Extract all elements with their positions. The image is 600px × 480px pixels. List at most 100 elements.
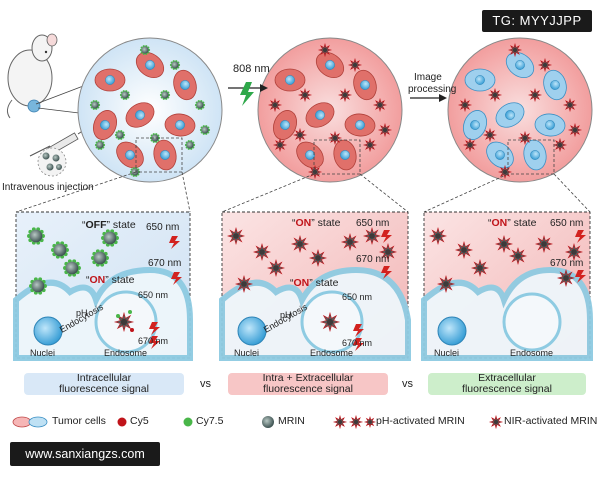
tumor-cell xyxy=(505,52,535,78)
tumor-cell xyxy=(344,113,376,137)
tumor-cell xyxy=(135,52,165,78)
tumor-cell xyxy=(153,139,177,171)
activated-mrin xyxy=(517,130,533,146)
activated-mrin xyxy=(470,258,490,278)
mid-inner-em: 670 nm xyxy=(342,338,372,348)
activated-mrin xyxy=(482,127,498,143)
mrin-particle xyxy=(29,277,47,295)
right-nuclei-label: Nuclei xyxy=(434,348,459,358)
activated-mrin xyxy=(507,42,523,58)
mrin-particle xyxy=(199,125,211,135)
legend-ph-mrin-icon xyxy=(348,414,364,430)
tumor-cell xyxy=(125,102,155,128)
mrin-particle xyxy=(27,227,45,245)
processing-label-2: processing xyxy=(408,84,456,95)
mrin-particle xyxy=(91,249,109,267)
tumor-cell xyxy=(333,139,357,171)
legend-icons xyxy=(12,416,274,428)
activated-mrin xyxy=(362,226,382,246)
emission-bolt-icon xyxy=(149,322,160,335)
panel-left xyxy=(13,211,193,361)
activated-mrin xyxy=(567,122,583,138)
activated-mrin xyxy=(552,137,568,153)
laser-bolt-icon xyxy=(240,82,254,106)
left-state-text: “OFF” state xyxy=(82,219,136,231)
signal-box-intracellular-line2: fluorescence signal xyxy=(59,383,149,395)
mrin-particle xyxy=(101,229,119,247)
activated-mrin xyxy=(266,258,286,278)
left-ph-label: pH xyxy=(76,308,88,318)
watermark-bottom: www.sanxiangzs.com xyxy=(10,442,160,466)
signal-box-extracellular-line2: fluorescence signal xyxy=(462,383,552,395)
activated-mrin xyxy=(377,122,393,138)
signal-box-intracellular-line1: Intracellular xyxy=(76,372,132,384)
activated-mrin xyxy=(457,97,473,113)
processing-label-1: Image xyxy=(414,72,442,83)
mid-on-state-text: “ON” state xyxy=(290,277,339,289)
tumor-cell xyxy=(523,139,547,171)
mrin-particle xyxy=(194,100,206,110)
cy75-dot xyxy=(128,310,132,314)
activated-mrin xyxy=(527,87,543,103)
activated-mrin xyxy=(537,57,553,73)
emission-bolt-icon xyxy=(171,272,182,285)
emission-bolt-icon xyxy=(381,230,392,243)
tumor-cell xyxy=(296,141,324,169)
mrin-particle xyxy=(119,90,131,100)
mrin-particle xyxy=(169,60,181,70)
activated-mrin xyxy=(436,274,456,294)
tumor-cell xyxy=(315,52,345,78)
mrin-particle xyxy=(184,140,196,150)
left-em-label: 670 nm xyxy=(148,258,181,269)
tumor-circle-3 xyxy=(447,37,593,183)
legend-cy75: Cy7.5 xyxy=(196,415,223,427)
legend-ph-mrin-label: pH-activated MRIN xyxy=(376,415,465,427)
tumor-cell xyxy=(486,141,514,169)
laser-label: 808 nm xyxy=(233,63,270,75)
emission-bolt-icon xyxy=(149,336,160,349)
legend-ph-mrin-icon xyxy=(363,415,377,429)
arrow-2 xyxy=(410,94,447,102)
left-nuclei-label: Nuclei xyxy=(30,348,55,358)
tumor-cell xyxy=(353,69,377,101)
panel-middle xyxy=(219,211,411,361)
legend-mrin-label: MRIN xyxy=(278,415,305,427)
signal-box-extracellular: Extracellular fluorescence signal xyxy=(428,373,586,395)
activated-mrin xyxy=(272,137,288,153)
emission-bolt-icon xyxy=(575,270,586,283)
left-inner-ex: 650 nm xyxy=(138,290,168,300)
signal-box-intra-extra-line2: fluorescence signal xyxy=(263,383,353,395)
right-endosome-label: Endosome xyxy=(510,348,553,358)
tumor-cell xyxy=(543,69,567,101)
panel-right xyxy=(421,211,593,361)
right-state-text: “ON” state xyxy=(488,217,537,229)
activated-mrin xyxy=(234,274,254,294)
mid-endosome-label: Endosome xyxy=(310,348,353,358)
activated-mrin xyxy=(428,226,448,246)
activated-mrin xyxy=(564,242,584,262)
tumor-cell xyxy=(305,102,335,128)
activated-mrin xyxy=(347,57,363,73)
activated-mrin xyxy=(454,240,474,260)
mrin-particle xyxy=(114,130,126,140)
left-on-state-text: “ON” state xyxy=(86,274,135,286)
legend-cy5: Cy5 xyxy=(130,415,149,427)
tumor-cell xyxy=(164,113,196,137)
activated-mrin xyxy=(494,234,514,254)
mid-ph-label: pH xyxy=(280,310,292,320)
zoom-lines xyxy=(15,171,591,213)
left-endosome-label: Endosome xyxy=(104,348,147,358)
tumor-cell xyxy=(116,141,144,169)
emission-bolt-icon xyxy=(575,230,586,243)
mid-ex-label: 650 nm xyxy=(356,218,389,229)
mrin-particle xyxy=(51,241,69,259)
signal-box-intra-extra: Intra + Extracellular fluorescence signa… xyxy=(228,373,388,395)
emission-bolt-icon xyxy=(381,266,392,279)
activated-mrin xyxy=(307,164,323,180)
left-ex-label: 650 nm xyxy=(146,222,179,233)
vs-label-2: vs xyxy=(402,378,413,390)
activated-mrin xyxy=(340,232,360,252)
tumor-cell xyxy=(273,110,297,140)
legend-mrin: MRIN xyxy=(278,415,305,427)
activated-mrin xyxy=(319,311,341,333)
